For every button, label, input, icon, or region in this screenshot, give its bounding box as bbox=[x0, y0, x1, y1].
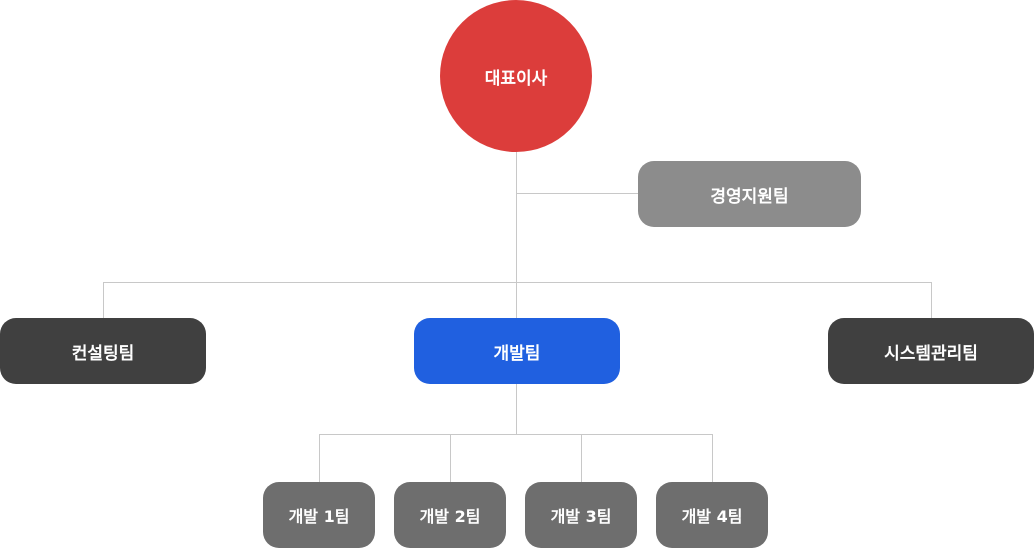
dev-subteam-1-node: 개발 1팀 bbox=[263, 482, 375, 548]
dev-subteam-4-label: 개발 4팀 bbox=[681, 507, 743, 526]
connector-support bbox=[516, 193, 638, 194]
connector-consult bbox=[103, 282, 104, 318]
ceo-node: 대표이사 bbox=[440, 0, 592, 152]
consulting-team-node: 컨설팅팀 bbox=[0, 318, 206, 384]
dev-subteam-3-label: 개발 3팀 bbox=[550, 507, 612, 526]
connector-sub-horizontal bbox=[319, 434, 713, 435]
connector-dev-trunk bbox=[516, 384, 517, 434]
consulting-team-label: 컨설팅팀 bbox=[71, 343, 135, 364]
connector-system bbox=[931, 282, 932, 318]
connector-sub2 bbox=[450, 434, 451, 482]
dev-team-node: 개발팀 bbox=[414, 318, 620, 384]
support-team-node: 경영지원팀 bbox=[638, 161, 861, 227]
system-team-label: 시스템관리팀 bbox=[884, 343, 978, 364]
connector-teams-horizontal bbox=[103, 282, 932, 283]
dev-subteam-2-label: 개발 2팀 bbox=[419, 507, 481, 526]
system-team-node: 시스템관리팀 bbox=[828, 318, 1034, 384]
connector-sub3 bbox=[581, 434, 582, 482]
connector-ceo-trunk bbox=[516, 152, 517, 318]
dev-team-label: 개발팀 bbox=[493, 343, 541, 364]
support-team-label: 경영지원팀 bbox=[710, 186, 789, 207]
dev-subteam-4-node: 개발 4팀 bbox=[656, 482, 768, 548]
connector-sub4 bbox=[712, 434, 713, 482]
dev-subteam-2-node: 개발 2팀 bbox=[394, 482, 506, 548]
connector-sub1 bbox=[319, 434, 320, 482]
dev-subteam-1-label: 개발 1팀 bbox=[288, 507, 350, 526]
dev-subteam-3-node: 개발 3팀 bbox=[525, 482, 637, 548]
ceo-label: 대표이사 bbox=[484, 68, 548, 89]
